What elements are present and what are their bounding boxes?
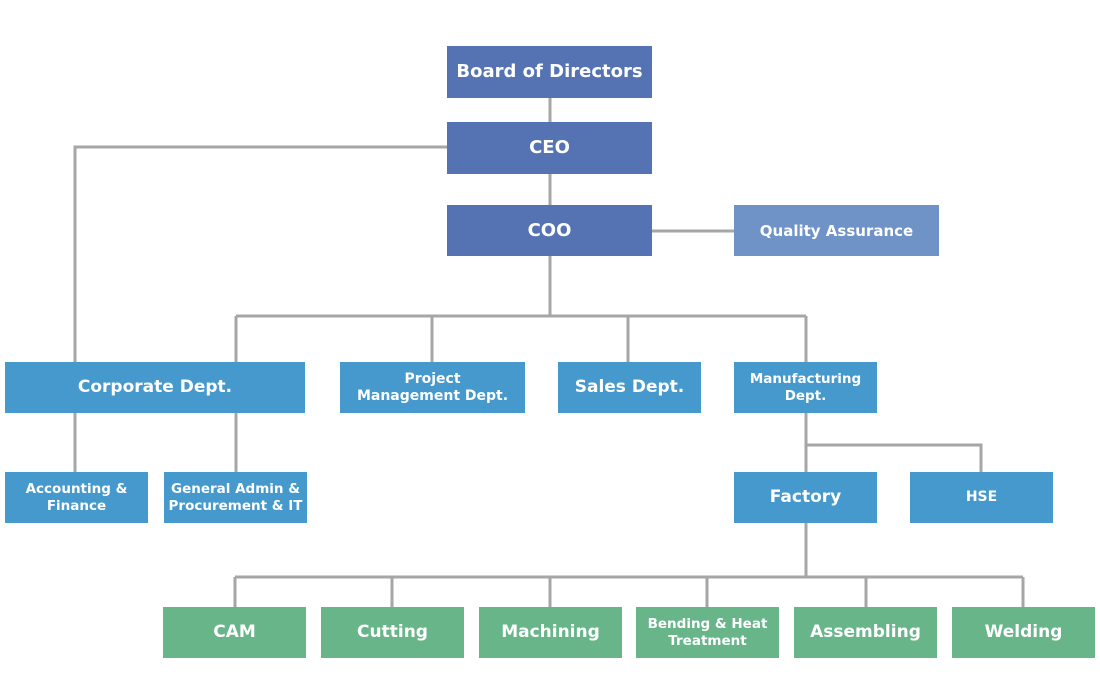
factory-box: Factory <box>734 472 877 523</box>
machining-box: Machining <box>479 607 622 658</box>
board-of-directors-box: Board of Directors <box>447 46 652 98</box>
ceo-box: CEO <box>447 122 652 174</box>
corporate-dept-box: Corporate Dept. <box>5 362 305 413</box>
hse-box: HSE <box>910 472 1053 523</box>
quality-assurance-box: Quality Assurance <box>734 205 939 256</box>
bending-heat-treatment-box: Bending & Heat Treatment <box>636 607 779 658</box>
cutting-box: Cutting <box>321 607 464 658</box>
cam-box: CAM <box>163 607 306 658</box>
accounting-finance-box: Accounting & Finance <box>5 472 148 523</box>
general-admin-procurement-it-box: General Admin & Procurement & IT <box>164 472 307 523</box>
coo-box: COO <box>447 205 652 256</box>
connector-ceo-corporate <box>73 145 447 362</box>
project-management-dept-box: Project Management Dept. <box>340 362 525 413</box>
welding-box: Welding <box>952 607 1095 658</box>
assembling-box: Assembling <box>794 607 937 658</box>
sales-dept-box: Sales Dept. <box>558 362 701 413</box>
connector-manufacturing-hse <box>806 443 983 472</box>
manufacturing-dept-box: Manufacturing Dept. <box>734 362 877 413</box>
